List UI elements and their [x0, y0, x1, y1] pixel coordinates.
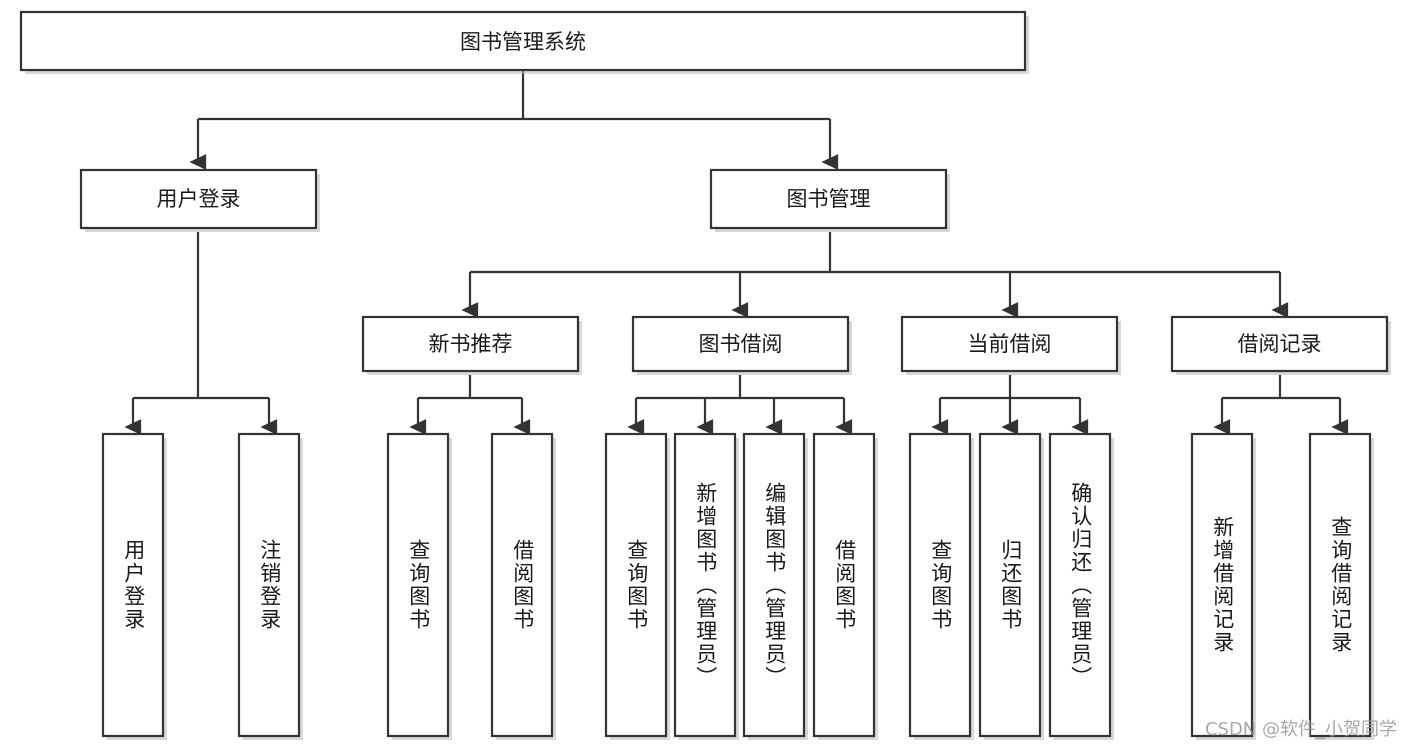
node-current-borrow-label: 当前借阅 [968, 332, 1052, 356]
node-book-manage-label: 图书管理 [787, 187, 871, 211]
node-new-book-rec-label: 新书推荐 [429, 332, 513, 356]
node-root-label: 图书管理系统 [460, 30, 586, 54]
leaf-query-book-2-box[interactable] [604, 432, 668, 738]
node-user-login[interactable]: 用户登录 [79, 168, 320, 232]
node-root[interactable]: 图书管理系统 [19, 10, 1029, 74]
node-borrow-record-label: 借阅记录 [1238, 332, 1322, 356]
leaf-add-book-box[interactable] [673, 432, 737, 738]
node-current-borrow-box[interactable] [900, 315, 1119, 373]
node-new-book-rec-box[interactable] [361, 315, 580, 373]
leaf-query-book-2-label: 查询图书 [624, 539, 649, 631]
node-root-box[interactable] [19, 10, 1027, 72]
leaf-borrow-book-2-label: 借阅图书 [832, 539, 857, 631]
leaf-boxes [101, 432, 1374, 740]
leaf-logout-label: 注销登录 [257, 539, 282, 631]
node-new-book-rec[interactable]: 新书推荐 [361, 315, 582, 375]
node-borrow-record[interactable]: 借阅记录 [1170, 315, 1391, 375]
leaf-user-login-box[interactable] [101, 432, 165, 738]
leaf-borrow-book-2-box[interactable] [812, 432, 876, 738]
leaf-query-book-1-label: 查询图书 [406, 539, 431, 631]
node-borrow-record-box[interactable] [1170, 315, 1389, 373]
node-book-borrow-box[interactable] [631, 315, 850, 373]
node-book-borrow-label: 图书借阅 [699, 332, 783, 356]
connector-group [124, 70, 1349, 435]
node-user-login-label: 用户登录 [157, 187, 241, 211]
leaf-add-record-label: 新增借阅记录 [1210, 516, 1235, 654]
leaf-return-book-label: 归还图书 [998, 539, 1023, 631]
node-book-manage-box[interactable] [709, 168, 948, 230]
node-user-login-box[interactable] [79, 168, 318, 230]
leaf-edit-book-label: 编辑图书（管理员） [762, 481, 787, 689]
leaf-query-book-1-box[interactable] [386, 432, 450, 738]
leaf-borrow-book-1-box[interactable] [490, 432, 554, 738]
leaf-borrow-book-1-label: 借阅图书 [510, 539, 535, 631]
leaf-confirm-return-label: 确认归还（管理员） [1068, 481, 1093, 689]
node-current-borrow[interactable]: 当前借阅 [900, 315, 1121, 375]
leaf-edit-book-box[interactable] [742, 432, 806, 738]
leaf-logout-box[interactable] [237, 432, 301, 738]
node-book-borrow[interactable]: 图书借阅 [631, 315, 852, 375]
leaf-query-record-box[interactable] [1308, 432, 1372, 738]
node-book-manage[interactable]: 图书管理 [709, 168, 950, 232]
leaf-add-book-label: 新增图书（管理员） [693, 481, 718, 689]
leaf-user-login-label: 用户登录 [121, 539, 146, 631]
leaf-query-book-3-box[interactable] [908, 432, 972, 738]
leaf-query-record-label: 查询借阅记录 [1328, 516, 1353, 654]
leaf-return-book-box[interactable] [978, 432, 1042, 738]
leaf-query-book-3-label: 查询图书 [928, 539, 953, 631]
leaf-confirm-return-box[interactable] [1048, 432, 1112, 738]
leaf-add-record-box[interactable] [1190, 432, 1254, 738]
